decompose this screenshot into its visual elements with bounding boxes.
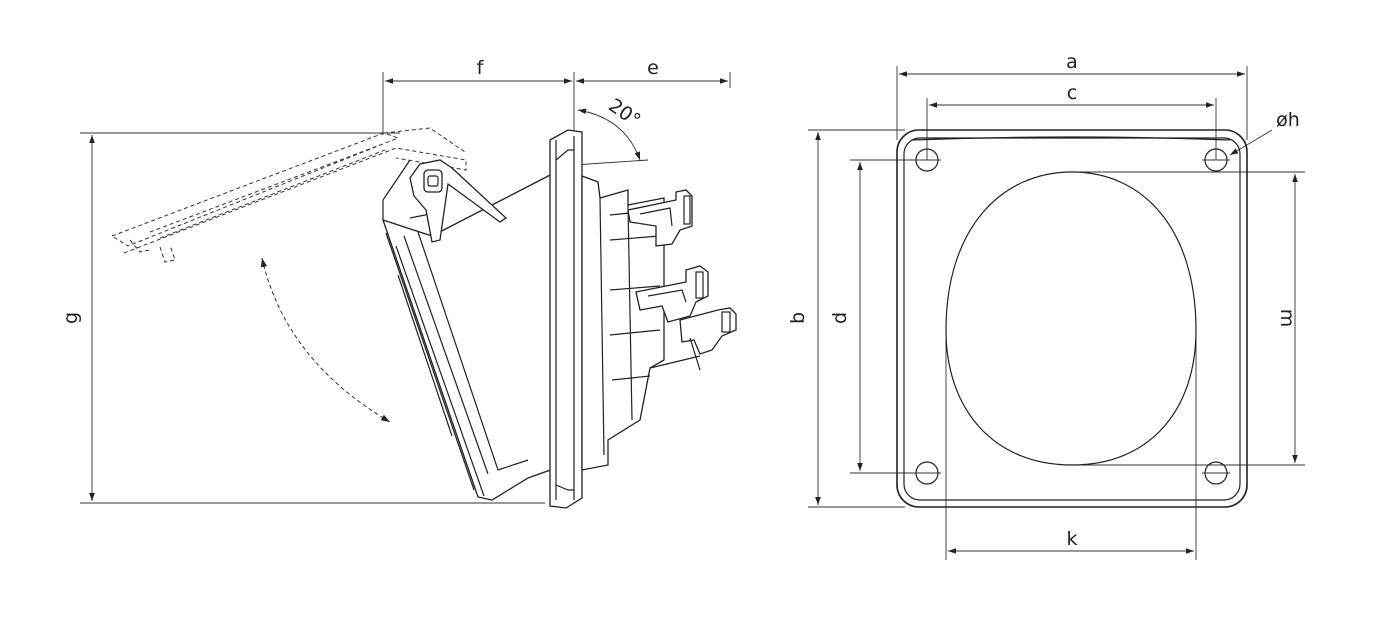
mounting-flange — [549, 129, 583, 509]
mounting-holes — [913, 148, 1230, 485]
dimension-k: k — [945, 330, 1197, 560]
dimension-f: f — [382, 57, 575, 135]
dimension-d: d — [829, 159, 927, 474]
front-view: a c øh b d — [787, 51, 1305, 560]
label-h: øh — [1276, 109, 1300, 131]
label-k: k — [1066, 528, 1077, 550]
front-plate — [896, 129, 1248, 508]
rear-terminals — [581, 175, 737, 471]
dimension-h: øh — [1229, 109, 1300, 156]
mounting-hole-top-left — [913, 148, 941, 172]
mounting-hole-top-right — [1202, 148, 1230, 172]
latch-clip — [409, 159, 508, 243]
label-a: a — [1066, 51, 1078, 73]
label-g: g — [60, 312, 82, 324]
label-m: m — [1276, 309, 1298, 328]
swing-arrow — [260, 257, 391, 423]
side-view: f e g 20° — [60, 57, 737, 509]
label-f: f — [477, 57, 485, 79]
socket-body — [381, 159, 557, 501]
dimension-b: b — [787, 129, 905, 508]
dimension-m: m — [1072, 171, 1305, 466]
dimension-e: e — [576, 57, 731, 88]
label-angle: 20° — [604, 94, 644, 131]
dimension-g: g — [60, 132, 545, 504]
dimension-a: a — [896, 51, 1248, 140]
dimension-c: c — [926, 82, 1217, 160]
label-b: b — [787, 312, 809, 324]
mounting-hole-bottom-left — [913, 461, 941, 485]
rear-cutout — [945, 171, 1197, 466]
label-d: d — [829, 312, 851, 324]
mounting-hole-bottom-right — [1202, 461, 1230, 485]
label-e: e — [647, 57, 659, 79]
lid-open-dashed — [110, 127, 467, 263]
label-c: c — [1067, 82, 1077, 104]
